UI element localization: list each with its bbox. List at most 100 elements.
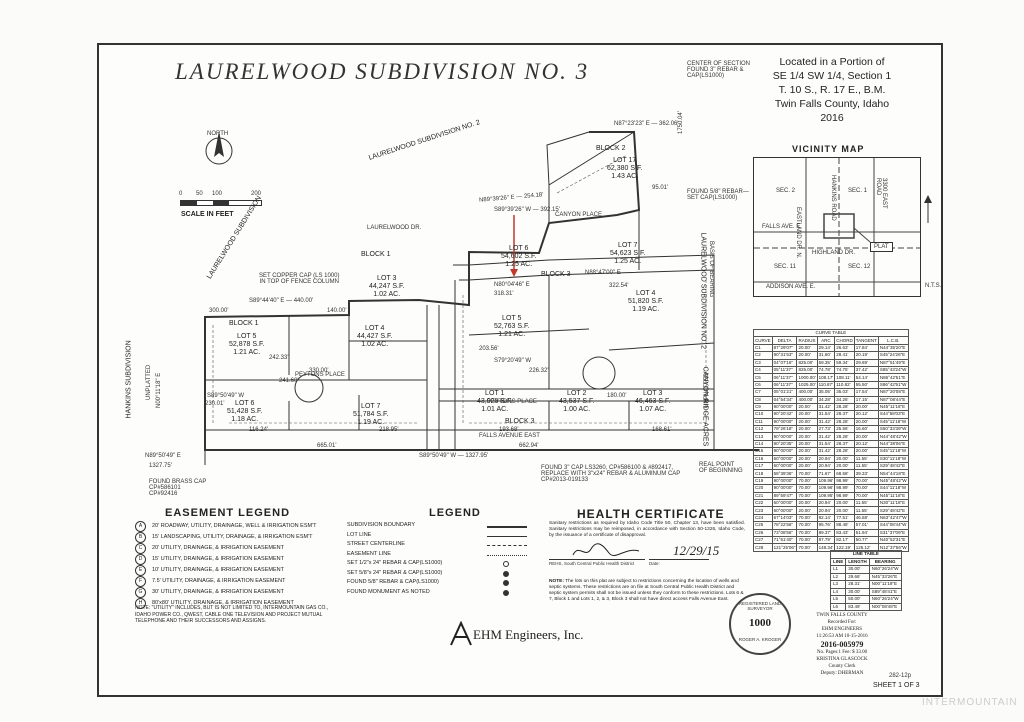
recording-line: 11:26:53 AM 10-15-2016	[816, 634, 868, 639]
curve-table-cell: S29°48'42"E	[877, 462, 909, 471]
line-table-cell: L5	[829, 595, 847, 604]
street-label: FALLS AVENUE EAST	[479, 433, 540, 439]
curve-table-cell: N45°11'18"E	[877, 402, 909, 412]
curve-table-cell: 70.00'	[796, 476, 818, 486]
curve-table-cell: 37.42'	[853, 365, 879, 375]
legend-symbol-icon	[487, 540, 527, 546]
curve-table-cell: N87°08'44"E	[877, 395, 909, 404]
curve-table-cell: 20.00'	[853, 402, 879, 412]
curve-table-cell: C4	[753, 365, 773, 375]
bearing-label: S89°50'49" W	[207, 393, 245, 399]
curve-table-cell: 20.00'	[796, 402, 818, 412]
curve-table-cell: S85°43'24"W	[877, 365, 909, 375]
curve-table-cell: N86°42'51"E	[877, 373, 909, 382]
curve-table-cell: 90°00'00"	[771, 476, 798, 486]
curve-table-cell: 11.55'	[853, 498, 879, 508]
dimension-label: 95.01'	[652, 185, 669, 191]
scale-tick: 200	[251, 191, 262, 197]
curve-table-cell: C24	[753, 513, 773, 523]
legend-symbol-icon	[503, 589, 509, 596]
scale-tick: 50	[196, 191, 203, 197]
curve-table-cell: N44°38'06"E	[877, 439, 909, 449]
curve-table-cell: 11.55'	[853, 462, 879, 471]
street-label: LAURELWOOD DR.	[367, 225, 422, 231]
dimension-label: 203.56'	[479, 346, 499, 352]
curve-table-cell: 28.41'	[834, 351, 855, 360]
curve-table-cell: 90°00'00"	[771, 402, 798, 412]
curve-table-cell: S30°11'18"W	[877, 454, 909, 464]
curve-table-cell: 60°00'00"	[771, 506, 798, 515]
easement-symbol: D	[135, 554, 146, 565]
line-table-header: LENGTH	[845, 557, 870, 566]
curve-table-cell: 88.48'	[834, 521, 855, 530]
curve-table-cell: C16	[753, 454, 773, 464]
easement-text: 30' UTILITY, DRAINAGE, & IRRIGATION EASE…	[152, 589, 284, 595]
health-date: 12/29/15	[673, 543, 720, 558]
seal-number: 1000	[749, 617, 771, 629]
bearing-label: N80°04'46" E	[494, 282, 530, 288]
curve-table-cell: 82.14'	[816, 513, 836, 523]
vicinity-label: SEC. 11	[774, 264, 796, 270]
street-label: CANYON PLACE	[555, 212, 603, 218]
survey-note: BASIS OF BEARING	[708, 241, 714, 298]
curve-table-cell: 20.00'	[834, 454, 855, 464]
curve-table-cell: N87°51'49"E	[877, 358, 909, 367]
curve-table-header: CURVE	[753, 336, 773, 345]
survey-note: FOUND 5/8" REBAR— SET CAP(LS1000)	[687, 189, 749, 201]
survey-note: SET COPPER CAP (LS 1000) IN TOP OF FENCE…	[259, 273, 340, 285]
curve-table-cell: S50°33'39"W	[877, 425, 909, 434]
bearing-label: S89°50'49" W — 1327.95'	[419, 453, 489, 459]
legend-text: SUBDIVISION BOUNDARY	[347, 522, 416, 528]
bearing-label: S79°20'49" W	[494, 358, 532, 364]
line-table-cell: L1	[829, 565, 847, 574]
curve-table-cell: C7	[753, 388, 773, 397]
curve-table-cell: 20.94'	[816, 454, 836, 464]
curve-table-cell: C22	[753, 498, 773, 508]
recording-line: Deputy: DHERMAN	[820, 671, 864, 676]
curve-table-cell: 20.00'	[796, 343, 818, 353]
curve-table-cell: S31°37'09"E	[877, 528, 909, 537]
health-date-label: Date:	[649, 559, 709, 566]
curve-table-cell: C15	[753, 447, 773, 456]
vicinity-title: VICINITY MAP	[792, 144, 865, 154]
vicinity-label: SEC. 2	[776, 188, 796, 194]
curve-table-cell: 05°01'21"	[771, 388, 798, 397]
survey-note: REAL POINT OF BEGINNING	[699, 462, 743, 474]
adjacent-label: LAURELWOOD SUBDIVISION NO. 2	[699, 232, 707, 350]
curve-table-cell: 1025.00'	[796, 380, 818, 390]
dimension-label: 330.00'	[309, 368, 329, 374]
curve-table-cell: 78°22'56"	[771, 521, 798, 530]
curve-table-cell: 70.00'	[796, 535, 818, 545]
easement-symbol: E	[135, 565, 146, 576]
plat-sheet: LAURELWOOD SUBDIVISION NO. 3 Located in …	[97, 43, 943, 697]
curve-table-cell: 20.00'	[796, 417, 818, 427]
curve-table-cell: 1000.00'	[796, 373, 818, 382]
north-arrow-icon	[199, 127, 239, 171]
curve-table-header: TANGENT	[853, 336, 879, 345]
curve-table-cell: 110.82'	[834, 380, 855, 390]
easement-symbol: C	[135, 543, 146, 554]
block-label: BLOCK 1	[229, 320, 259, 327]
curve-table-cell: C26	[753, 528, 773, 537]
curve-table-cell: 109.95'	[816, 491, 836, 501]
vicinity-label: SEC. 12	[848, 264, 871, 270]
easement-symbol: F	[135, 576, 146, 587]
legend-symbol-icon	[487, 521, 527, 528]
